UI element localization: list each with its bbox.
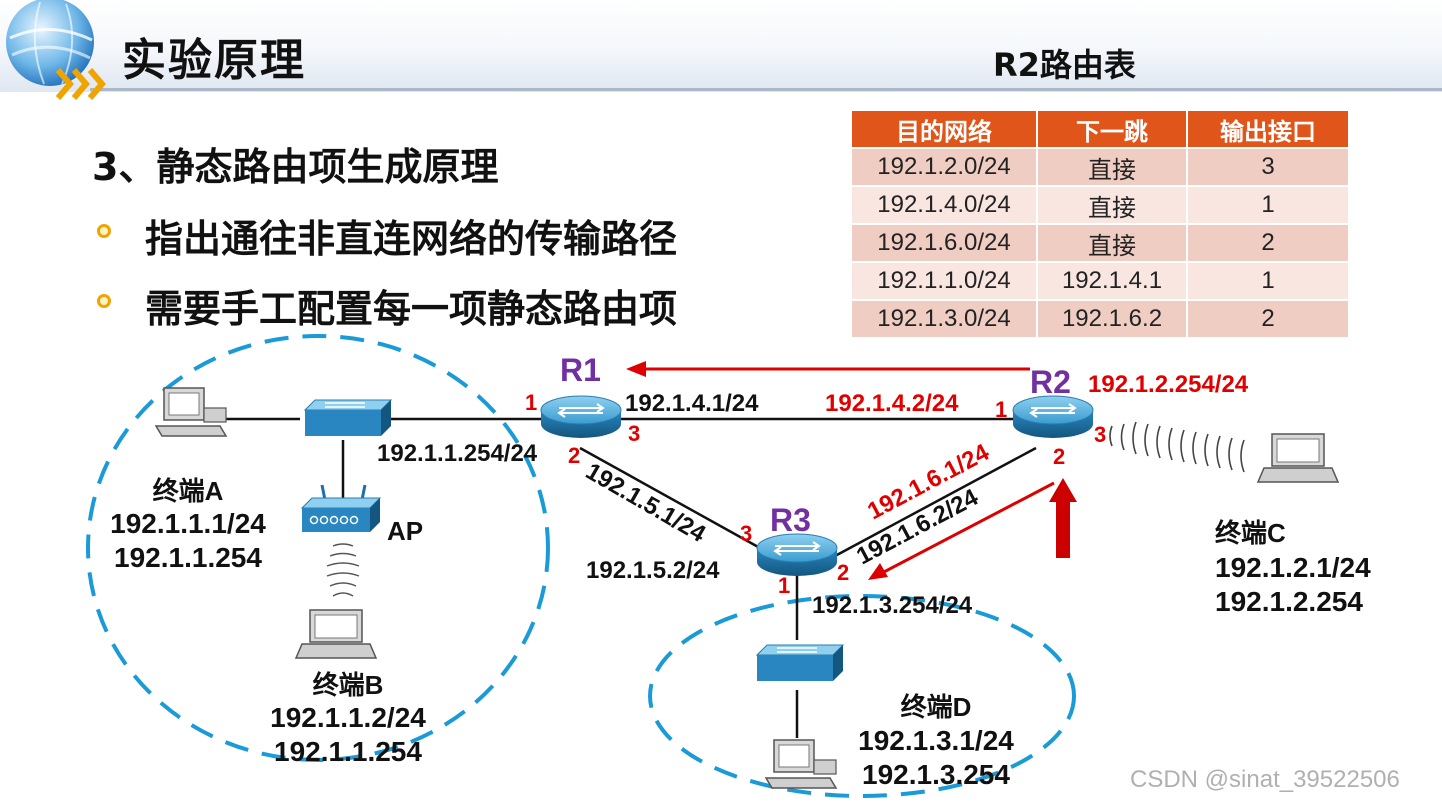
- table-cell: 2: [1187, 299, 1350, 337]
- header-band: [0, 0, 1442, 92]
- router-label-r1: R1: [560, 352, 601, 388]
- terminal-b-name: 终端B: [313, 670, 384, 700]
- column-header: 输出接口: [1187, 111, 1350, 148]
- ap-label: AP: [387, 516, 423, 546]
- table-cell: 192.1.3.0/24: [852, 299, 1038, 337]
- table-cell: 直接: [1037, 147, 1188, 186]
- table-cell: 192.1.6.2: [1037, 299, 1188, 337]
- port-label: 3: [740, 521, 752, 546]
- terminal-c-ip: 192.1.2.1/24: [1215, 552, 1371, 583]
- table-cell: 2: [1187, 223, 1350, 262]
- terminal-a-gateway: 192.1.1.254: [114, 542, 262, 573]
- desktop-pc-icon: [155, 387, 227, 437]
- table-header-row: 目的网络 下一跳 输出接口: [852, 111, 1350, 148]
- table-cell: 192.1.4.1: [1037, 261, 1188, 300]
- port-label: 1: [995, 397, 1007, 422]
- up-arrow-icon: [1049, 478, 1077, 558]
- interface-address: 192.1.5.1/24: [581, 458, 711, 548]
- table-row: 192.1.2.0/24 直接 3: [852, 147, 1350, 186]
- wireless-waves-icon: [326, 543, 360, 597]
- desktop-pc-icon: [765, 739, 837, 789]
- table-row: 192.1.6.0/24 直接 2: [852, 223, 1350, 262]
- router-icon: [540, 395, 622, 439]
- table-cell: 1: [1187, 261, 1350, 300]
- bullet-item: 指出通往非直连网络的传输路径: [145, 217, 678, 261]
- port-label: 2: [1053, 444, 1065, 469]
- network-circle-192-1-1: [86, 334, 550, 762]
- wireless-ap-icon: [300, 484, 382, 532]
- route-arrow-r2-to-r3: [868, 481, 1055, 580]
- port-label: 1: [778, 573, 790, 598]
- switch-icon: [304, 399, 392, 437]
- table-title: R2路由表: [993, 46, 1136, 84]
- router-label-r3: R3: [770, 502, 811, 538]
- laptop-icon: [295, 609, 377, 659]
- table-row: 192.1.3.0/24 192.1.6.2 2: [852, 299, 1350, 337]
- terminal-a-ip: 192.1.1.1/24: [110, 508, 266, 539]
- routing-table: 目的网络 下一跳 输出接口 192.1.2.0/24 直接 3 192.1.4.…: [852, 111, 1350, 337]
- interface-address: 192.1.3.254/24: [812, 592, 973, 619]
- port-label: 3: [628, 421, 640, 446]
- terminal-d-name: 终端D: [901, 692, 972, 722]
- chevron-arrows-icon: [56, 68, 106, 100]
- header-divider: [90, 88, 1442, 91]
- network-circle-192-1-3: [648, 594, 1076, 798]
- switch-icon: [756, 644, 844, 682]
- terminal-d-ip: 192.1.3.1/24: [858, 725, 1014, 756]
- interface-address: 192.1.1.254/24: [377, 440, 538, 467]
- network-links: [212, 417, 1037, 738]
- terminal-b-gateway: 192.1.1.254: [274, 736, 422, 767]
- table-cell: 直接: [1037, 185, 1188, 224]
- column-header: 下一跳: [1037, 111, 1188, 148]
- route-arrow-r2-to-r1: [626, 361, 1030, 377]
- slide-title: 实验原理: [122, 35, 306, 86]
- wireless-waves-icon: [1109, 421, 1245, 473]
- bullet-dot: [97, 294, 111, 308]
- column-header: 目的网络: [852, 111, 1038, 148]
- router-icon: [756, 533, 838, 577]
- watermark: CSDN @sinat_39522506: [1130, 766, 1400, 793]
- table-cell: 192.1.6.0/24: [852, 223, 1038, 262]
- port-label: 1: [525, 390, 537, 415]
- table-cell: 直接: [1037, 223, 1188, 262]
- terminal-c-name: 终端C: [1215, 518, 1286, 548]
- laptop-icon: [1257, 433, 1339, 483]
- bullet-dot: [97, 224, 111, 238]
- section-heading: 3、静态路由项生成原理: [92, 145, 499, 189]
- terminal-a-name: 终端A: [153, 476, 224, 506]
- table-cell: 3: [1187, 147, 1350, 186]
- table-cell: 1: [1187, 185, 1350, 224]
- port-label: 2: [568, 443, 580, 468]
- terminal-b-ip: 192.1.1.2/24: [270, 702, 426, 733]
- interface-address: 192.1.4.2/24: [825, 390, 959, 417]
- terminal-d-gateway: 192.1.3.254: [862, 759, 1010, 790]
- table-cell: 192.1.4.0/24: [852, 185, 1038, 224]
- router-label-r2: R2: [1030, 364, 1071, 400]
- interface-address: 192.1.5.2/24: [586, 557, 720, 584]
- bullet-item: 需要手工配置每一项静态路由项: [145, 287, 678, 331]
- table-row: 192.1.1.0/24 192.1.4.1 1: [852, 261, 1350, 300]
- table-cell: 192.1.1.0/24: [852, 261, 1038, 300]
- port-label: 2: [837, 560, 849, 585]
- interface-address: 192.1.4.1/24: [625, 390, 759, 417]
- router-icon: [1012, 395, 1094, 439]
- interface-address: 192.1.2.254/24: [1088, 371, 1249, 398]
- terminal-c-gateway: 192.1.2.254: [1215, 586, 1363, 617]
- globe-logo-icon: [6, 0, 94, 86]
- table-cell: 192.1.2.0/24: [852, 147, 1038, 186]
- table-row: 192.1.4.0/24 直接 1: [852, 185, 1350, 224]
- port-label: 3: [1094, 422, 1106, 447]
